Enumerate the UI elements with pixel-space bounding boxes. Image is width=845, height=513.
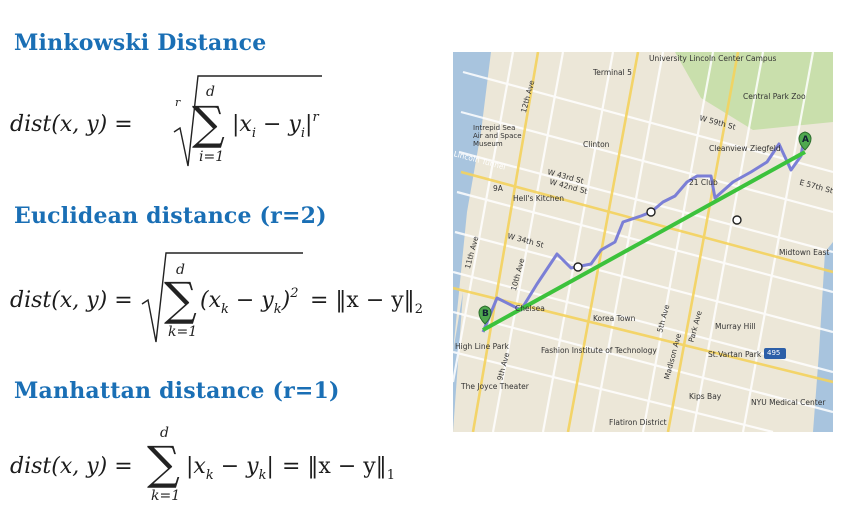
manhattan-sigma: ∑ (147, 436, 180, 490)
manhattan-sub2: k (258, 468, 267, 483)
map-label-0: University Lincoln Center Campus (649, 54, 777, 63)
manhattan-lhs: dist(x, y) = (10, 454, 133, 479)
map-label-17: NYU Medical Center (751, 398, 826, 407)
map-graphics (453, 52, 833, 432)
euclidean-sum-bottom: k=1 (168, 324, 198, 340)
map-label-6: 21 Club (689, 178, 718, 187)
manhattan-map: A B University Lincoln Center Campus Ter… (453, 52, 833, 432)
minkowski-lhs: dist(x, y) = (10, 112, 133, 137)
map-label-1: Terminal 5 (593, 68, 632, 77)
minkowski-sigma: ∑ (192, 96, 225, 150)
euclidean-sub2: k (273, 302, 282, 317)
map-label-20: 9A (493, 184, 503, 193)
euclidean-radical (141, 252, 303, 343)
marker-b-label: B (482, 309, 489, 319)
minkowski-body: |x (232, 112, 252, 137)
manhattan-minus: − y (213, 454, 259, 479)
minkowski-sub2: i (300, 126, 306, 141)
minkowski-root-index: r (175, 96, 181, 109)
minkowski-minus: − y (256, 112, 301, 137)
euclidean-heading: Euclidean distance (r=2) (14, 203, 327, 229)
euclidean-minus: − y (228, 288, 274, 313)
map-label-12: High Line Park (455, 342, 509, 351)
minkowski-sum-bottom: i=1 (199, 149, 225, 165)
map-label-10: Korea Town (593, 314, 636, 323)
euclidean-close: ) (281, 288, 291, 313)
map-label-7: Hell's Kitchen (513, 194, 564, 203)
manhattan-body: |x (186, 454, 206, 479)
map-label-9: Chelsea (515, 304, 545, 313)
map-label-14: St.Vartan Park (708, 350, 762, 359)
minkowski-sum-top: d (206, 84, 215, 100)
map-label-18: Flatiron District (609, 418, 667, 427)
minkowski-sub: i (251, 126, 256, 141)
euclidean-lhs: dist(x, y) = (10, 288, 133, 313)
map-label-11: Murray Hill (715, 322, 756, 331)
euclidean-power: 2 (290, 286, 299, 301)
map-label-8: Midtown East (779, 248, 830, 257)
euclidean-sigma: ∑ (164, 272, 197, 326)
marker-a-label: A (802, 135, 809, 145)
minkowski-power: r (312, 110, 319, 125)
map-label-19: 495 (767, 349, 781, 357)
euclidean-sub: k (221, 302, 229, 317)
euclidean-sum-top: d (176, 262, 185, 278)
manhattan-close: | (266, 454, 274, 479)
map-label-15: The Joyce Theater (461, 382, 529, 391)
map-label-4: Clinton (583, 140, 610, 149)
manhattan-rhs: = ‖x − y‖ (282, 454, 387, 479)
manhattan-sum-bottom: k=1 (151, 488, 181, 504)
minkowski-radical (173, 75, 322, 167)
minkowski-close: | (305, 112, 313, 137)
manhattan-rhs-sub: 1 (386, 468, 395, 483)
euclidean-body: (x (200, 288, 221, 313)
map-label-3: Intrepid Sea Air and Space Museum (473, 124, 522, 148)
euclidean-rhs: = ‖x − y‖ (310, 288, 415, 313)
minkowski-heading: Minkowski Distance (14, 30, 267, 56)
manhattan-sub: k (205, 468, 214, 483)
map-label-13: Fashion Institute of Technology (541, 346, 657, 355)
manhattan-heading: Manhattan distance (r=1) (14, 378, 340, 404)
map-label-16: Kips Bay (689, 392, 722, 401)
euclidean-rhs-sub: 2 (414, 302, 423, 317)
map-label-2: Central Park Zoo (743, 92, 806, 101)
manhattan-sum-top: d (160, 425, 169, 441)
map-label-5: Cleanview Ziegfeld (709, 144, 781, 153)
